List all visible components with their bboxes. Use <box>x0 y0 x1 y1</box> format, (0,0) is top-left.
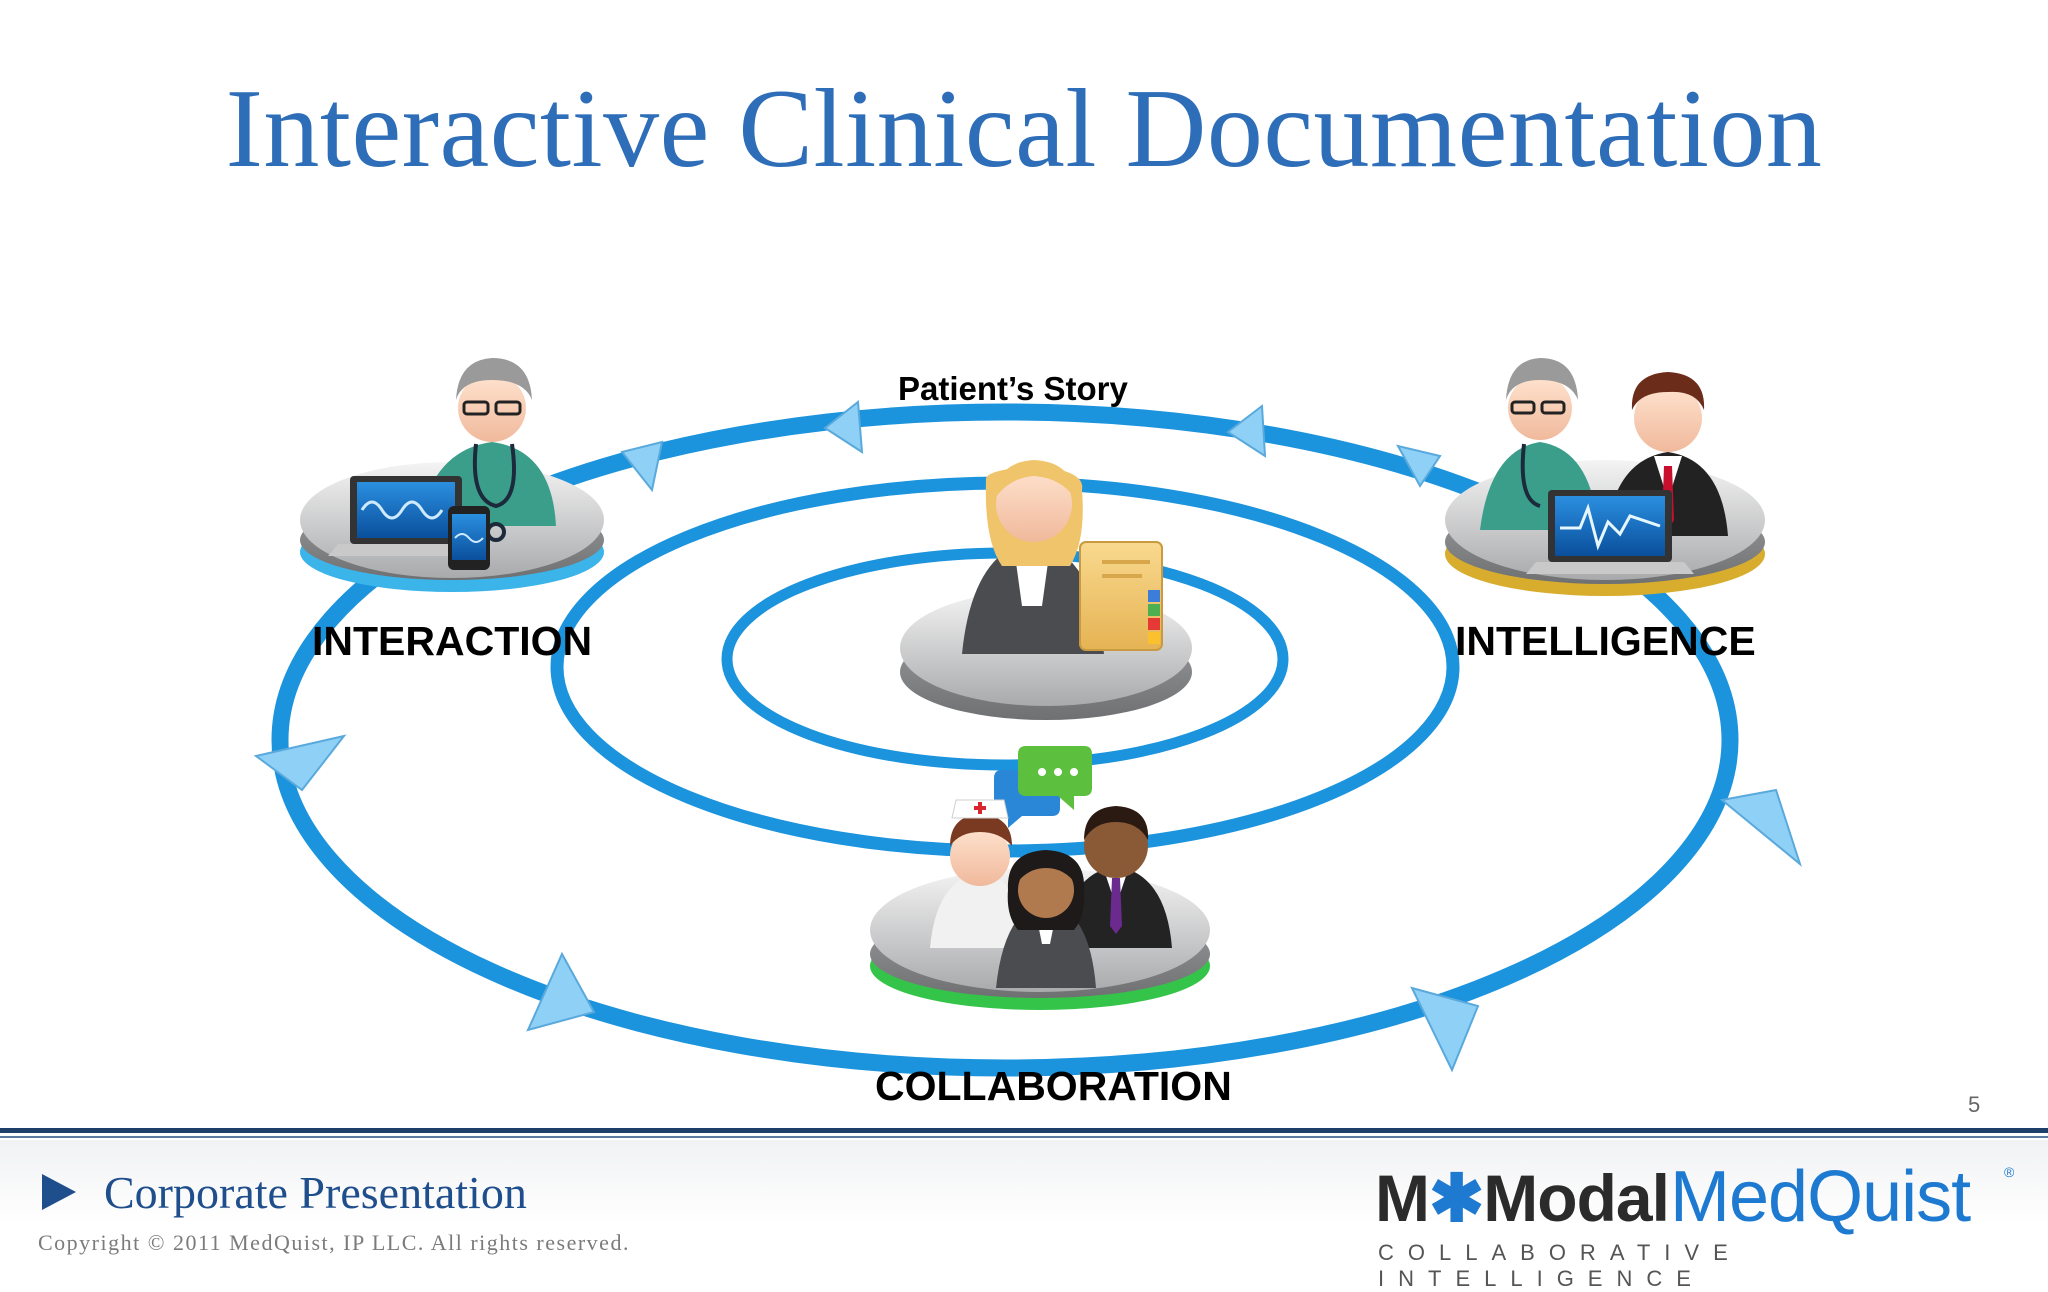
interaction-label: INTERACTION <box>312 618 593 664</box>
presentation-label: Corporate Presentation <box>104 1167 527 1218</box>
mmodal-logo-text: Modal <box>1483 1161 1670 1235</box>
company-tagline: COLLABORATIVE INTELLIGENCE <box>1378 1240 1742 1291</box>
mmodal-star-icon: ✱ <box>1428 1161 1484 1235</box>
footer-divider <box>0 1128 2048 1133</box>
registered-mark: ® <box>2004 1164 2015 1180</box>
arrow-upper-right <box>1396 444 1442 488</box>
patient-node <box>900 460 1192 720</box>
cycle-arrows <box>253 400 1803 1073</box>
phone-icon <box>448 506 490 570</box>
arrow-upper-left <box>620 440 664 493</box>
footer-divider-thin <box>0 1136 2048 1138</box>
play-arrow-icon <box>42 1174 76 1210</box>
nurse-icon <box>930 799 1030 948</box>
patient-icon <box>962 460 1104 654</box>
mmodal-logo-m: M <box>1375 1161 1430 1235</box>
female-colleague-icon <box>996 850 1096 988</box>
outer-ring <box>271 403 1739 1077</box>
medquist-logo: MedQuist <box>1670 1157 1971 1237</box>
laptop-icon <box>328 476 484 556</box>
intelligence-label: INTELLIGENCE <box>1455 618 1756 664</box>
intelligence-node <box>1445 358 1765 596</box>
mmodal-logo: M✱Modal <box>1375 1160 1670 1237</box>
cycle-diagram <box>253 358 1803 1077</box>
copyright-notice: Copyright © 2011 MedQuist, IP LLC. All r… <box>38 1230 630 1255</box>
interaction-node <box>300 358 604 592</box>
patients-story-label: Patient’s Story <box>898 370 1128 407</box>
arrow-right <box>1719 788 1803 867</box>
arrow-top-left <box>823 400 864 454</box>
arrow-bottom-right <box>1410 986 1480 1073</box>
laptop-icon <box>1526 490 1694 574</box>
chat-bubbles-icon <box>994 746 1092 828</box>
medical-folder-icon <box>1079 541 1163 651</box>
arrow-left <box>253 734 347 792</box>
collaboration-node <box>870 746 1210 1010</box>
page-number: 5 <box>1968 1092 1981 1117</box>
arrow-top-right <box>1226 404 1267 458</box>
footer <box>0 1140 2048 1280</box>
slide-title: Interactive Clinical Documentation <box>225 67 1823 191</box>
male-colleague-icon <box>1060 806 1172 948</box>
collaboration-label: COLLABORATION <box>875 1063 1232 1109</box>
arrow-bottom-left <box>526 951 596 1032</box>
